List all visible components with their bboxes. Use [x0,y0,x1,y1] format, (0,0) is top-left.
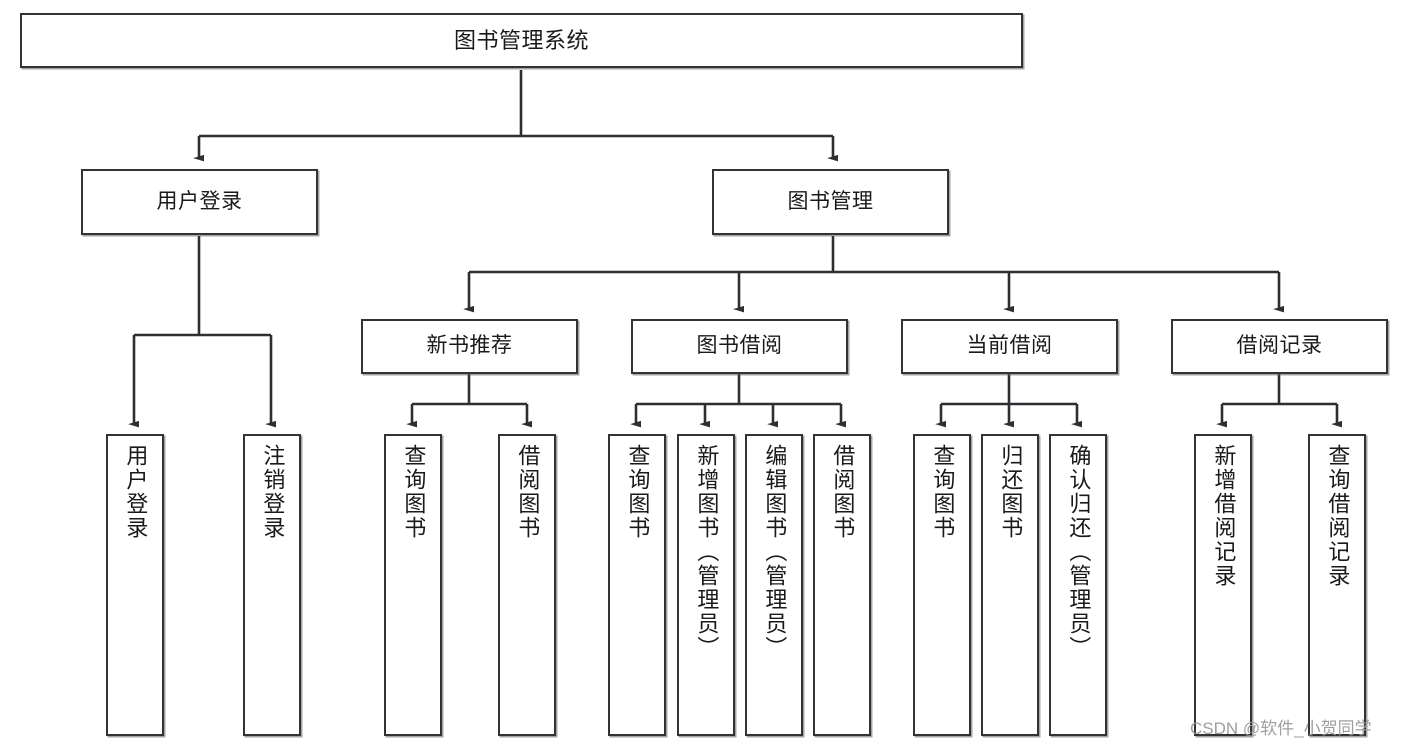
node-label: 查询图书 [930,444,956,540]
leaf-add-borrow-record[interactable]: 新增借阅记录 [1194,434,1252,736]
node-label: 当前借阅 [966,334,1053,358]
node-label: 注销登录 [260,444,286,540]
node-user-login[interactable]: 用户登录 [81,169,318,235]
node-label: 用户登录 [156,189,243,213]
leaf-query-book-borrow[interactable]: 查询图书 [608,434,666,736]
leaf-borrow-book-newbook[interactable]: 借阅图书 [498,434,556,736]
leaf-return-book[interactable]: 归还图书 [981,434,1039,736]
node-label: 用户登录 [123,444,149,540]
node-borrow-record[interactable]: 借阅记录 [1171,319,1388,374]
node-label: 新增借阅记录 [1211,444,1237,588]
node-book-management[interactable]: 图书管理 [712,169,949,235]
node-root-system[interactable]: 图书管理系统 [20,13,1023,68]
node-current-borrow[interactable]: 当前借阅 [901,319,1118,374]
node-label: 借阅记录 [1236,334,1323,358]
leaf-user-login[interactable]: 用户登录 [106,434,164,736]
node-label: 图书管理 [787,189,874,213]
node-book-borrow[interactable]: 图书借阅 [631,319,848,374]
leaf-add-book-admin[interactable]: 新增图书（管理员） [677,434,735,736]
node-new-book-recommend[interactable]: 新书推荐 [361,319,578,374]
node-label: 图书管理系统 [453,27,589,53]
node-label: 查询图书 [625,444,651,540]
leaf-borrow-book[interactable]: 借阅图书 [813,434,871,736]
node-label: 新书推荐 [426,334,513,358]
node-label: 编辑图书（管理员） [762,444,788,660]
leaf-confirm-return-admin[interactable]: 确认归还（管理员） [1049,434,1107,736]
node-label: 查询图书 [401,444,427,540]
node-label: 归还图书 [998,444,1024,540]
leaf-logout-login[interactable]: 注销登录 [243,434,301,736]
leaf-query-borrow-record[interactable]: 查询借阅记录 [1308,434,1366,736]
leaf-edit-book-admin[interactable]: 编辑图书（管理员） [745,434,803,736]
node-label: 新增图书（管理员） [694,444,720,660]
node-label: 图书借阅 [696,334,783,358]
node-label: 查询借阅记录 [1325,444,1351,588]
leaf-query-book-current[interactable]: 查询图书 [913,434,971,736]
node-label: 借阅图书 [515,444,541,540]
node-label: 借阅图书 [830,444,856,540]
node-label: 确认归还（管理员） [1066,444,1092,660]
leaf-query-book-newbook[interactable]: 查询图书 [384,434,442,736]
